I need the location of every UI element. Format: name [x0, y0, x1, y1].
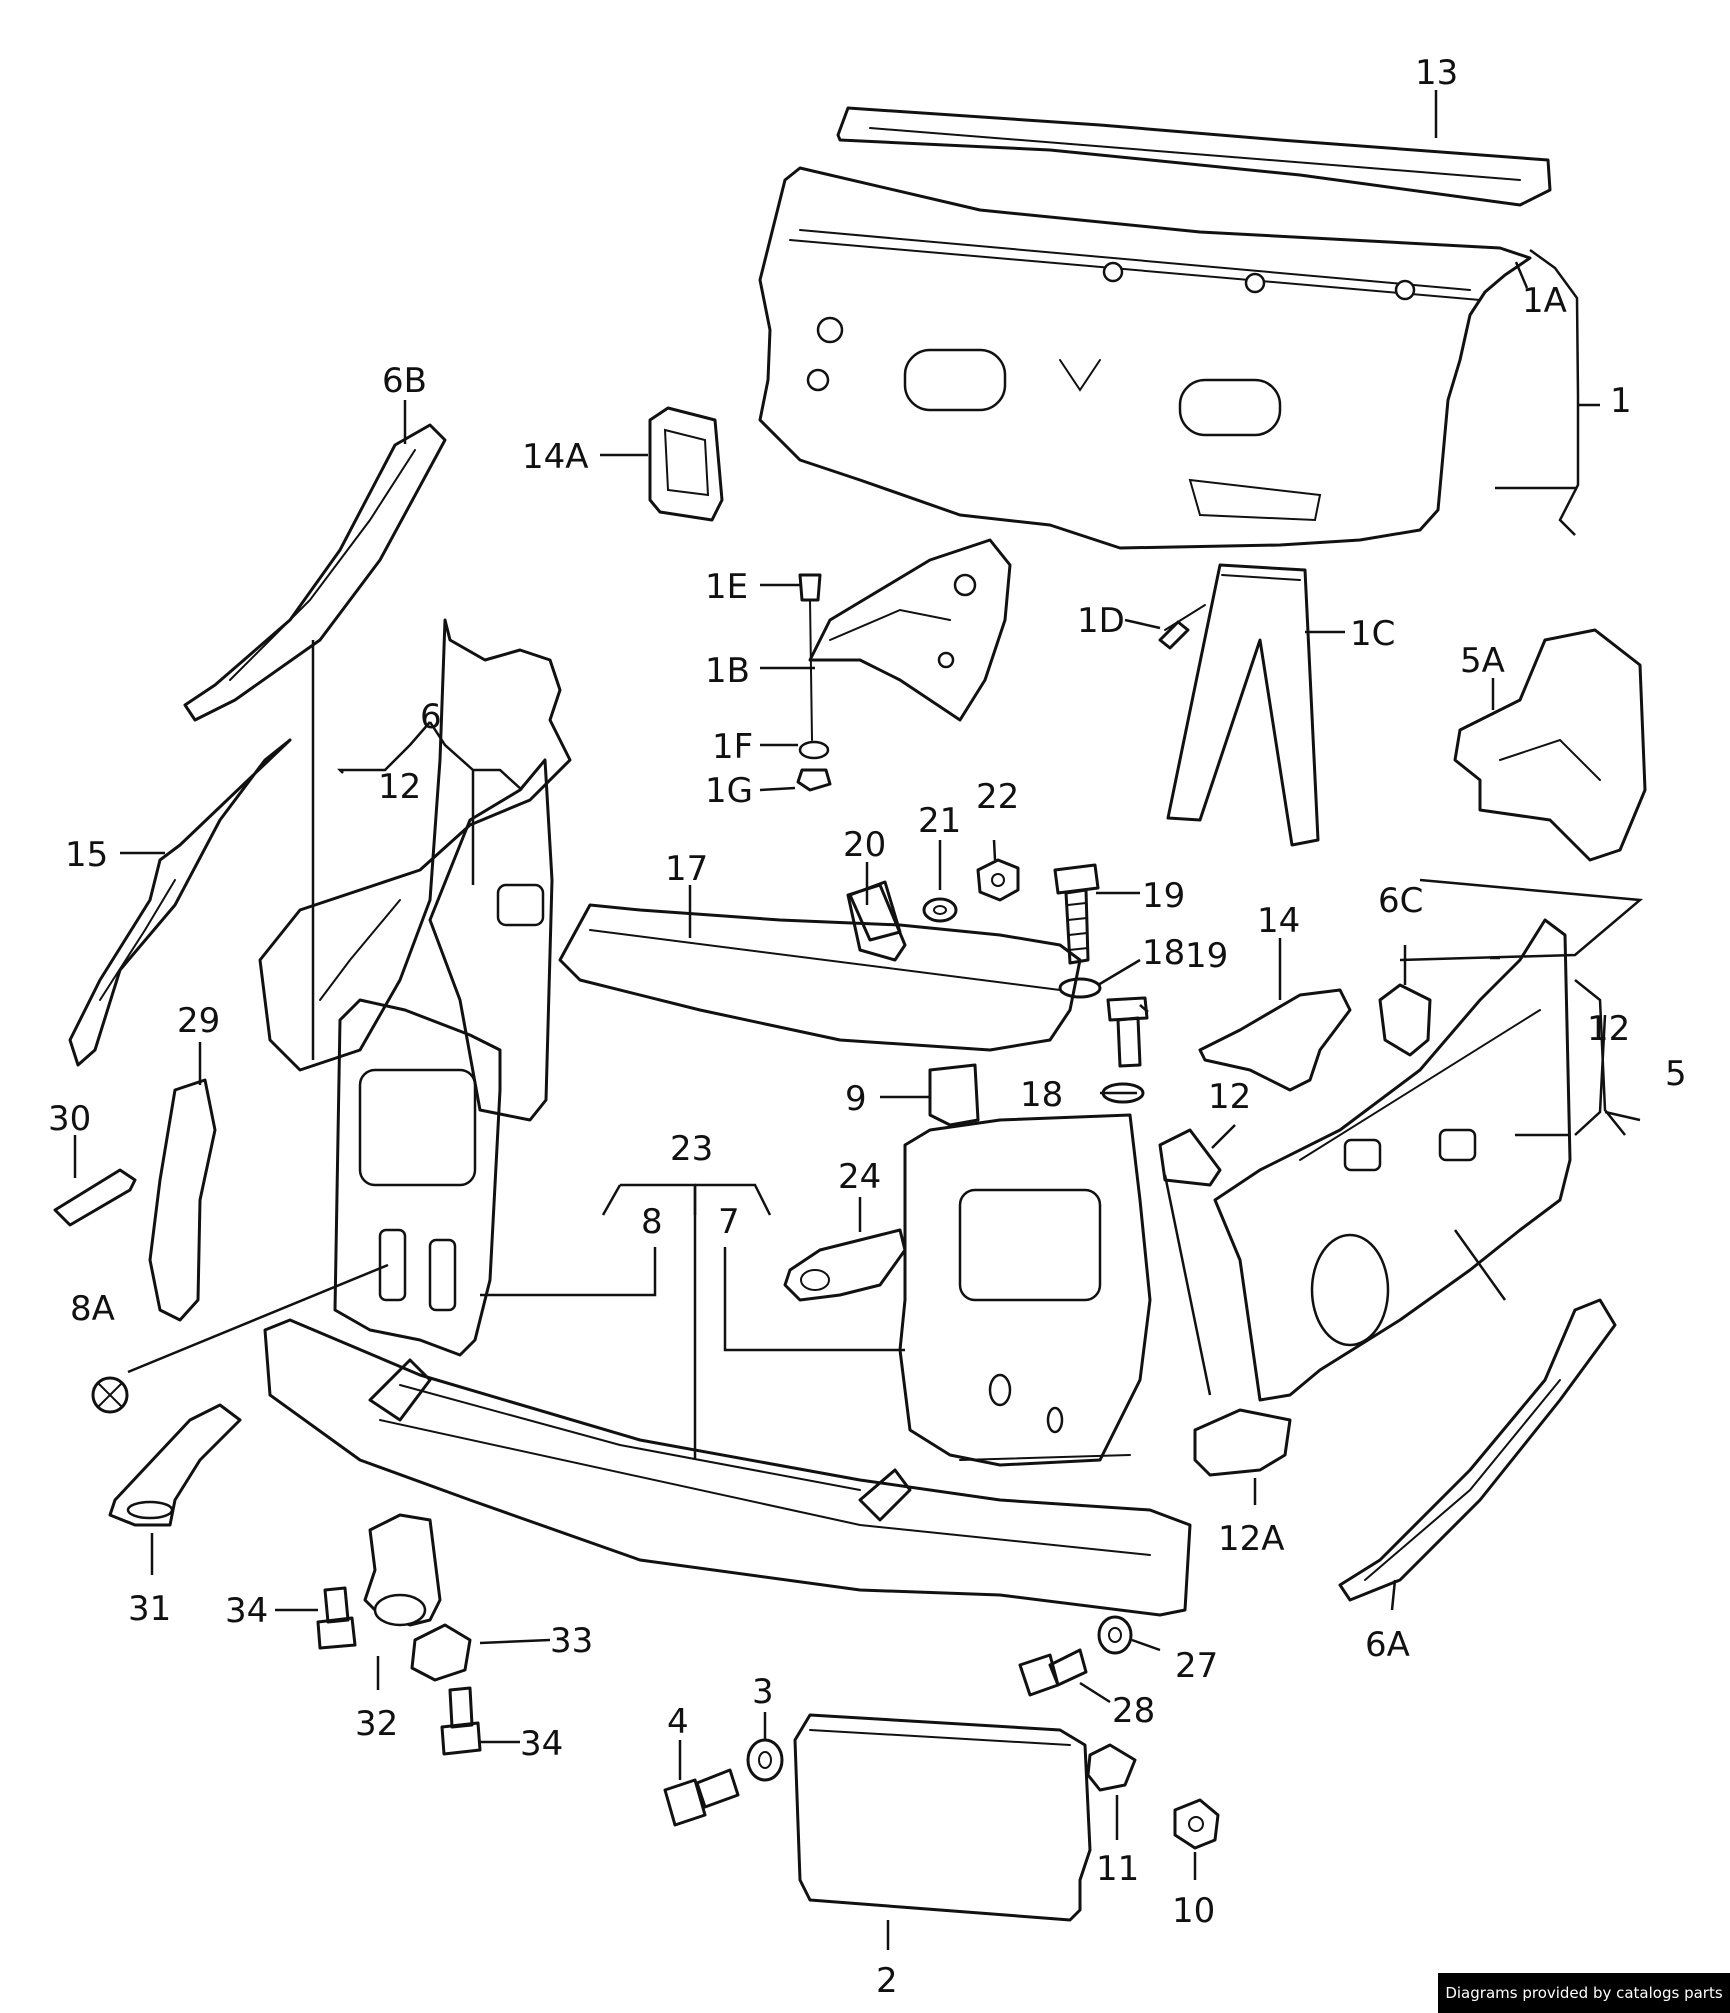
part-5A-side-panel[interactable]	[1453, 628, 1647, 862]
part-34-bolt-lower[interactable]	[440, 1686, 482, 1756]
callout-18-upper[interactable]: 18	[1142, 933, 1185, 973]
callout-14A[interactable]: 14A	[522, 437, 589, 477]
part-17-upper-crossmember[interactable]	[558, 883, 1082, 1052]
callout-22[interactable]: 22	[976, 777, 1019, 817]
callout-6A[interactable]: 6A	[1365, 1625, 1410, 1665]
part-1B-bracket[interactable]	[796, 538, 1012, 792]
part-14A-grommet-plate[interactable]	[648, 406, 724, 522]
part-10-nut[interactable]	[1173, 1798, 1220, 1850]
callout-8[interactable]: 8	[641, 1202, 663, 1242]
callout-5A[interactable]: 5A	[1460, 641, 1505, 681]
callout-labels: 13 1A 1 6B 14A 1E 1B 1F 1G 1D 1C 5A 6 12…	[48, 53, 1687, 2001]
part-6-left-wheelhouse[interactable]	[258, 618, 572, 1122]
callout-24[interactable]: 24	[838, 1157, 881, 1197]
callout-14[interactable]: 14	[1257, 901, 1300, 941]
part-31-bracket[interactable]	[108, 1403, 242, 1527]
part-1-firewall[interactable]	[758, 166, 1532, 550]
part-1C-strut[interactable]	[1158, 563, 1320, 847]
callout-1F[interactable]: 1F	[712, 727, 753, 767]
part-6B-upper-rail[interactable]	[183, 423, 447, 722]
callout-8A[interactable]: 8A	[70, 1289, 115, 1329]
callout-6B[interactable]: 6B	[382, 361, 427, 401]
callout-1C[interactable]: 1C	[1350, 614, 1395, 654]
callout-1D[interactable]: 1D	[1077, 601, 1125, 641]
callout-11[interactable]: 11	[1096, 1849, 1139, 1889]
callout-34-upper[interactable]: 34	[225, 1591, 268, 1631]
callout-33[interactable]: 33	[550, 1621, 593, 1661]
callout-21[interactable]: 21	[918, 801, 961, 841]
part-32-tow-bracket[interactable]	[363, 1513, 442, 1627]
callout-19-upper[interactable]: 19	[1142, 876, 1185, 916]
part-12A-bracket[interactable]	[1193, 1408, 1292, 1477]
part-13-cowl-strip[interactable]	[836, 106, 1552, 207]
callout-3[interactable]: 3	[752, 1672, 774, 1712]
callout-7[interactable]: 7	[718, 1202, 740, 1242]
callout-6C[interactable]: 6C	[1378, 881, 1423, 921]
callout-6[interactable]: 6	[420, 697, 442, 737]
part-7-right-headlamp-support[interactable]	[898, 1113, 1152, 1467]
part-9-bracket[interactable]	[928, 1063, 980, 1127]
callout-32[interactable]: 32	[355, 1704, 398, 1744]
part-19-bolt-upper[interactable]	[1053, 863, 1100, 965]
callout-18-lower[interactable]: 18	[1020, 1075, 1063, 1115]
part-33-plate[interactable]	[410, 1623, 472, 1682]
callout-27[interactable]: 27	[1175, 1646, 1218, 1686]
part-21-washer[interactable]	[922, 897, 958, 923]
part-18-washer-upper[interactable]	[1058, 977, 1102, 999]
part-6C-clip[interactable]	[1378, 983, 1432, 1057]
callout-5[interactable]: 5	[1665, 1054, 1687, 1094]
part-23-lower-crossmember[interactable]	[263, 1318, 1192, 1617]
callout-1A[interactable]: 1A	[1522, 281, 1567, 321]
part-11-clip[interactable]	[1086, 1743, 1137, 1792]
callout-1G[interactable]: 1G	[705, 771, 753, 811]
part-8-left-headlamp-support[interactable]	[333, 998, 502, 1357]
part-24-bracket[interactable]	[783, 1228, 907, 1302]
part-14-bracket[interactable]	[1198, 988, 1352, 1092]
part-15-side-bracket[interactable]	[68, 738, 292, 1067]
callout-4[interactable]: 4	[667, 1702, 689, 1742]
callout-28[interactable]: 28	[1112, 1691, 1155, 1731]
part-28-bolt[interactable]	[1018, 1648, 1088, 1697]
callout-1B[interactable]: 1B	[705, 651, 750, 691]
callout-1[interactable]: 1	[1610, 381, 1632, 421]
callout-1E[interactable]: 1E	[705, 567, 748, 607]
part-3-washer[interactable]	[746, 1738, 784, 1782]
callout-30[interactable]: 30	[48, 1099, 91, 1139]
part-5-right-wheelhouse[interactable]	[1213, 918, 1572, 1402]
part-6A-lower-rail[interactable]	[1338, 1298, 1617, 1602]
callout-15[interactable]: 15	[65, 835, 108, 875]
callout-31[interactable]: 31	[128, 1589, 171, 1629]
part-12-clip-right[interactable]	[1158, 1128, 1222, 1187]
callout-13[interactable]: 13	[1415, 53, 1458, 93]
credit-banner: Diagrams provided by catalogs parts	[1438, 1973, 1730, 2013]
part-27-washer[interactable]	[1097, 1615, 1133, 1655]
callout-12-center[interactable]: 12	[1208, 1077, 1251, 1117]
part-22-nut[interactable]	[976, 858, 1020, 902]
callout-19-lower[interactable]: 19	[1185, 936, 1228, 976]
callout-34-lower[interactable]: 34	[520, 1724, 563, 1764]
part-2-front-panel[interactable]	[793, 1713, 1092, 1922]
callout-2[interactable]: 2	[876, 1961, 898, 2001]
leader-lines	[73, 90, 1644, 1950]
part-34-bolt-upper[interactable]	[316, 1586, 357, 1650]
callout-17[interactable]: 17	[665, 849, 708, 889]
part-20-lug[interactable]	[848, 880, 902, 942]
part-19-bolt-lower[interactable]	[1106, 996, 1149, 1068]
callout-12-right[interactable]: 12	[1587, 1009, 1630, 1049]
part-29-pillar-trim[interactable]	[53, 1078, 217, 1322]
callout-29[interactable]: 29	[177, 1001, 220, 1041]
callout-12A[interactable]: 12A	[1218, 1519, 1285, 1559]
callout-12-left[interactable]: 12	[378, 767, 421, 807]
callout-20[interactable]: 20	[843, 825, 886, 865]
callout-10[interactable]: 10	[1172, 1891, 1215, 1931]
callout-23[interactable]: 23	[670, 1129, 713, 1169]
callout-9[interactable]: 9	[845, 1079, 867, 1119]
part-8A-clip[interactable]	[91, 1376, 129, 1414]
part-4-bolt[interactable]	[663, 1768, 740, 1827]
